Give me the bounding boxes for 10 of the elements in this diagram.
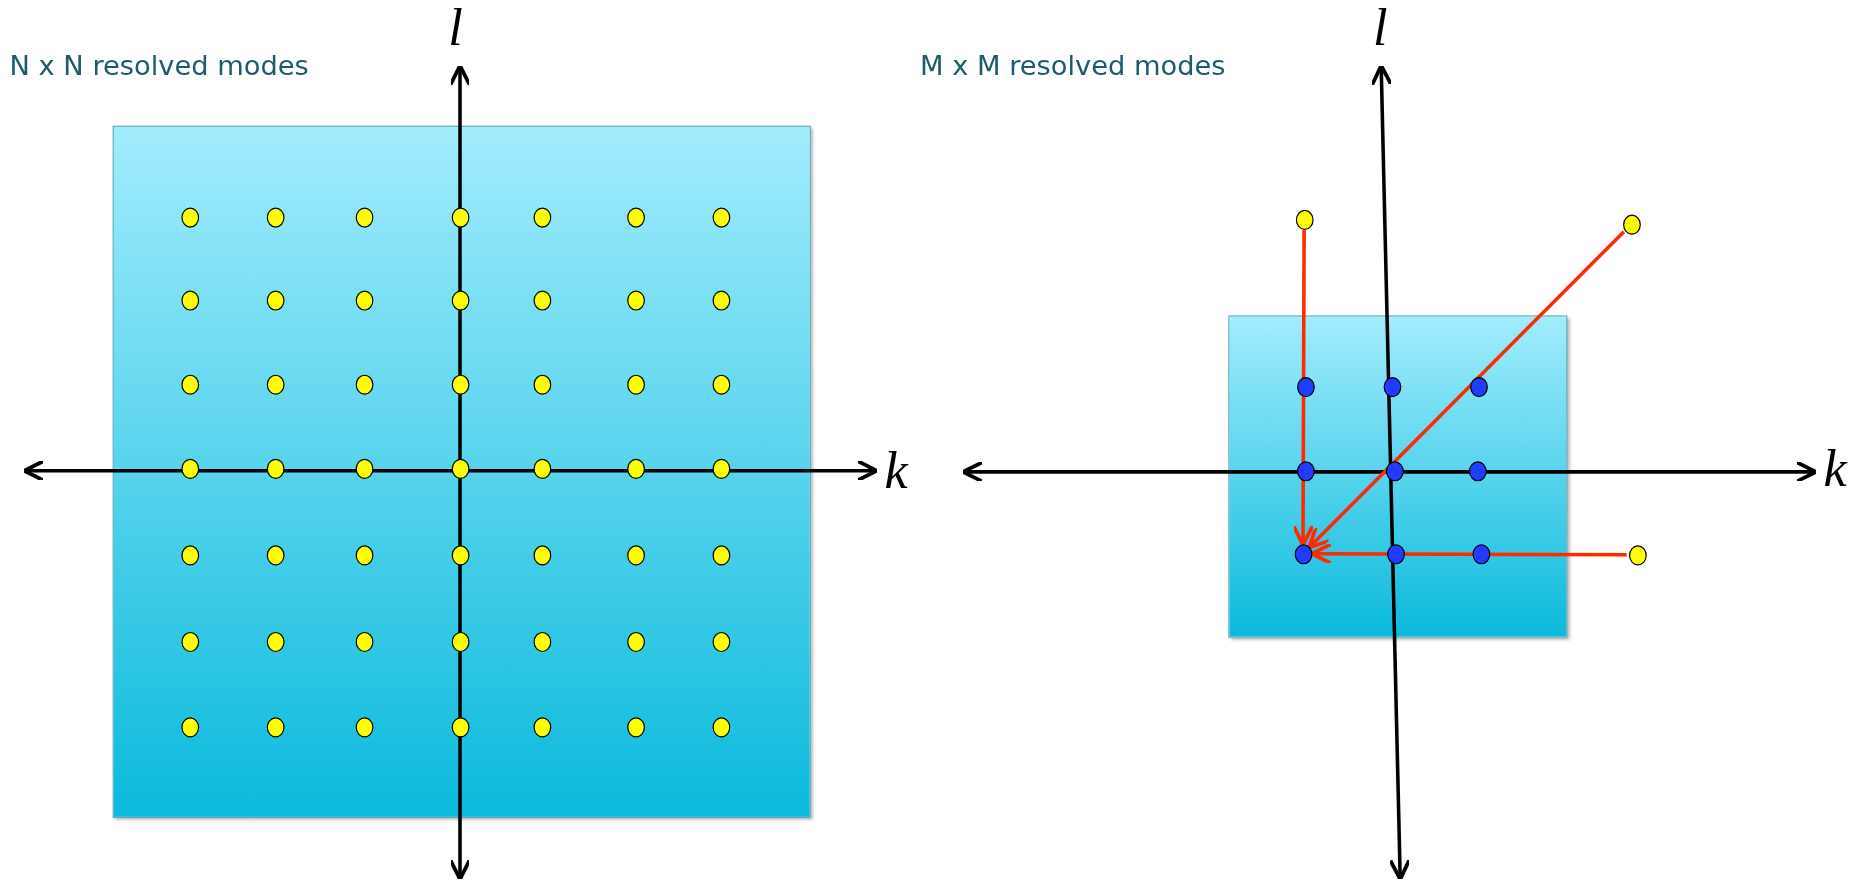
mode-dot xyxy=(1628,544,1647,565)
panel-title: M x M resolved modes xyxy=(920,49,1226,81)
panel-title: N x N resolved modes xyxy=(9,49,309,81)
mode-dot xyxy=(1622,214,1641,235)
axis-label: l xyxy=(448,2,463,55)
axis-label: k xyxy=(884,445,908,498)
mode-dot xyxy=(1295,209,1314,230)
arrow xyxy=(1307,230,1626,550)
axis-label: l xyxy=(1372,2,1388,55)
axis-label: k xyxy=(1823,443,1847,496)
